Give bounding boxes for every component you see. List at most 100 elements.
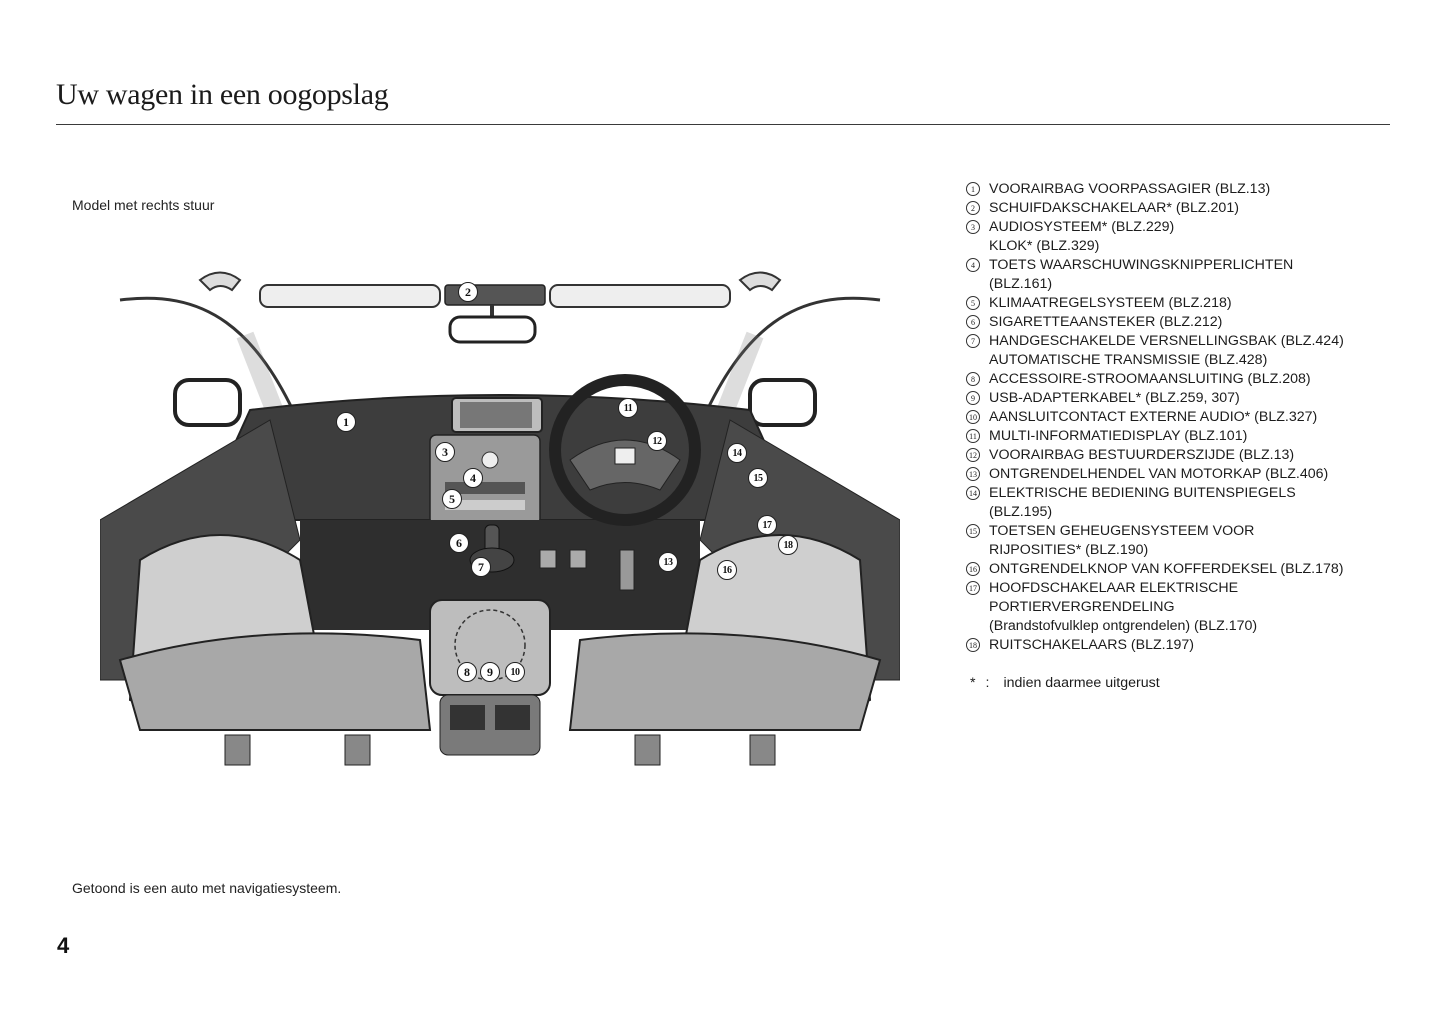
callout-15: 15	[748, 468, 768, 488]
legend-number: 9	[966, 389, 989, 408]
legend-line: HANDGESCHAKELDE VERSNELLINGSBAK (BLZ.424…	[989, 333, 1344, 349]
figure-caption: Getoond is een auto met navigatiesysteem…	[72, 880, 342, 896]
legend-number: 13	[966, 465, 989, 484]
side-mirror-left	[173, 378, 242, 427]
legend-number: 11	[966, 427, 989, 446]
legend-text: HOOFDSCHAKELAAR ELEKTRISCHE PORTIERVERGRE…	[989, 579, 1416, 636]
legend-number-circle: 7	[966, 334, 980, 348]
legend-text: AUDIOSYSTEEM* (BLZ.229) KLOK* (BLZ.329)	[989, 218, 1416, 256]
callout-7: 7	[471, 557, 491, 577]
legend-text: TOETS WAARSCHUWINGSKNIPPERLICHTEN (BLZ.16…	[989, 256, 1416, 294]
callout-13: 13	[658, 552, 678, 572]
seat-right	[568, 632, 882, 731]
legend-number-circle: 9	[966, 391, 980, 405]
legend-text: ELEKTRISCHE BEDIENING BUITENSPIEGELS (BLZ…	[989, 484, 1416, 522]
legend-line: HOOFDSCHAKELAAR ELEKTRISCHE	[989, 580, 1239, 596]
legend-number-circle: 8	[966, 372, 980, 386]
legend-number: 8	[966, 370, 989, 389]
legend-number: 6	[966, 313, 989, 332]
legend-text: VOORAIRBAG VOORPASSAGIER (BLZ.13)	[989, 180, 1416, 199]
rearview-mirror	[448, 315, 537, 344]
legend-line: ACCESSOIRE-STROOMAANSLUITING (BLZ.208)	[989, 371, 1311, 387]
legend-text: AANSLUITCONTACT EXTERNE AUDIO* (BLZ.327)	[989, 408, 1416, 427]
legend-number-circle: 12	[966, 448, 980, 462]
legend-line: ELEKTRISCHE BEDIENING BUITENSPIEGELS	[989, 485, 1296, 501]
legend-text: RUITSCHAKELAARS (BLZ.197)	[989, 636, 1416, 655]
legend-item: 1 VOORAIRBAG VOORPASSAGIER (BLZ.13)	[966, 180, 1416, 199]
grab-handle-left	[198, 271, 242, 292]
legend-line: (Brandstofvulklep ontgrendelen) (BLZ.170…	[989, 618, 1258, 634]
legend-line: KLOK* (BLZ.329)	[989, 238, 1100, 254]
legend-number: 15	[966, 522, 989, 560]
sun-visor-left	[259, 284, 441, 308]
callout-6: 6	[449, 533, 469, 553]
legend-number: 12	[966, 446, 989, 465]
callout-1: 1	[336, 412, 356, 432]
legend-line: KLIMAATREGELSYSTEEM (BLZ.218)	[989, 295, 1232, 311]
legend-line: PORTIERVERGRENDELING	[989, 599, 1175, 615]
legend-item: 7 HANDGESCHAKELDE VERSNELLINGSBAK (BLZ.42…	[966, 332, 1416, 370]
callout-10: 10	[505, 662, 525, 682]
callout-11: 11	[618, 398, 638, 418]
legend-number: 16	[966, 560, 989, 579]
legend-line: RIJPOSITIES* (BLZ.190)	[989, 542, 1149, 558]
legend-text: MULTI-INFORMATIEDISPLAY (BLZ.101)	[989, 427, 1416, 446]
legend-text: KLIMAATREGELSYSTEEM (BLZ.218)	[989, 294, 1416, 313]
callout-18: 18	[778, 535, 798, 555]
legend-number-circle: 3	[966, 220, 980, 234]
legend-number-circle: 16	[966, 562, 980, 576]
legend-number: 4	[966, 256, 989, 294]
legend-number-circle: 1	[966, 182, 980, 196]
legend-number-circle: 4	[966, 258, 980, 272]
legend-line: VOORAIRBAG VOORPASSAGIER (BLZ.13)	[989, 181, 1271, 197]
legend-line: (BLZ.161)	[989, 276, 1053, 292]
page-number: 4	[57, 933, 70, 958]
steering-wheel	[549, 374, 701, 526]
legend-text: SIGARETTEAANSTEKER (BLZ.212)	[989, 313, 1416, 332]
legend-number-circle: 18	[966, 638, 980, 652]
legend-text: HANDGESCHAKELDE VERSNELLINGSBAK (BLZ.424…	[989, 332, 1416, 370]
legend-number: 7	[966, 332, 989, 370]
legend-text: ONTGRENDELHENDEL VAN MOTORKAP (BLZ.406)	[989, 465, 1416, 484]
legend-item: 9 USB-ADAPTERKABEL* (BLZ.259, 307)	[966, 389, 1416, 408]
legend-item: 2 SCHUIFDAKSCHAKELAAR* (BLZ.201)	[966, 199, 1416, 218]
legend-text: SCHUIFDAKSCHAKELAAR* (BLZ.201)	[989, 199, 1416, 218]
legend-line: (BLZ.195)	[989, 504, 1053, 520]
callout-9: 9	[480, 662, 500, 682]
callout-12: 12	[647, 431, 667, 451]
model-label: Model met rechts stuur	[72, 197, 215, 213]
legend-number-circle: 17	[966, 581, 980, 595]
legend-item: 13 ONTGRENDELHENDEL VAN MOTORKAP (BLZ.406…	[966, 465, 1416, 484]
legend-number-circle: 13	[966, 467, 980, 481]
legend-line: SIGARETTEAANSTEKER (BLZ.212)	[989, 314, 1223, 330]
legend-line: AUDIOSYSTEEM* (BLZ.229)	[989, 219, 1175, 235]
callout-5: 5	[442, 489, 462, 509]
legend-text: ONTGRENDELKNOP VAN KOFFERDEKSEL (BLZ.178…	[989, 560, 1416, 579]
callout-3: 3	[435, 442, 455, 462]
legend-line: USB-ADAPTERKABEL* (BLZ.259, 307)	[989, 390, 1240, 406]
legend-line: SCHUIFDAKSCHAKELAAR* (BLZ.201)	[989, 200, 1239, 216]
component-legend: 1 VOORAIRBAG VOORPASSAGIER (BLZ.13) 2 SCHUI…	[966, 180, 1416, 655]
legend-text: VOORAIRBAG BESTUURDERSZIJDE (BLZ.13)	[989, 446, 1416, 465]
legend-number: 17	[966, 579, 989, 636]
legend-line: RUITSCHAKELAARS (BLZ.197)	[989, 637, 1194, 653]
legend-number: 1	[966, 180, 989, 199]
footnote-separator: :	[985, 675, 990, 691]
side-mirror-right	[748, 378, 817, 427]
legend-line: TOETS WAARSCHUWINGSKNIPPERLICHTEN	[989, 257, 1294, 273]
legend-line: ONTGRENDELKNOP VAN KOFFERDEKSEL (BLZ.178…	[989, 561, 1344, 577]
legend-line: ONTGRENDELHENDEL VAN MOTORKAP (BLZ.406)	[989, 466, 1329, 482]
legend-number: 2	[966, 199, 989, 218]
legend-item: 4 TOETS WAARSCHUWINGSKNIPPERLICHTEN (BLZ.1…	[966, 256, 1416, 294]
footnote: *:indien daarmee uitgerust	[970, 675, 1160, 691]
legend-item: 17 HOOFDSCHAKELAAR ELEKTRISCHE PORTIERVERG…	[966, 579, 1416, 636]
legend-number-circle: 2	[966, 201, 980, 215]
legend-number: 3	[966, 218, 989, 256]
